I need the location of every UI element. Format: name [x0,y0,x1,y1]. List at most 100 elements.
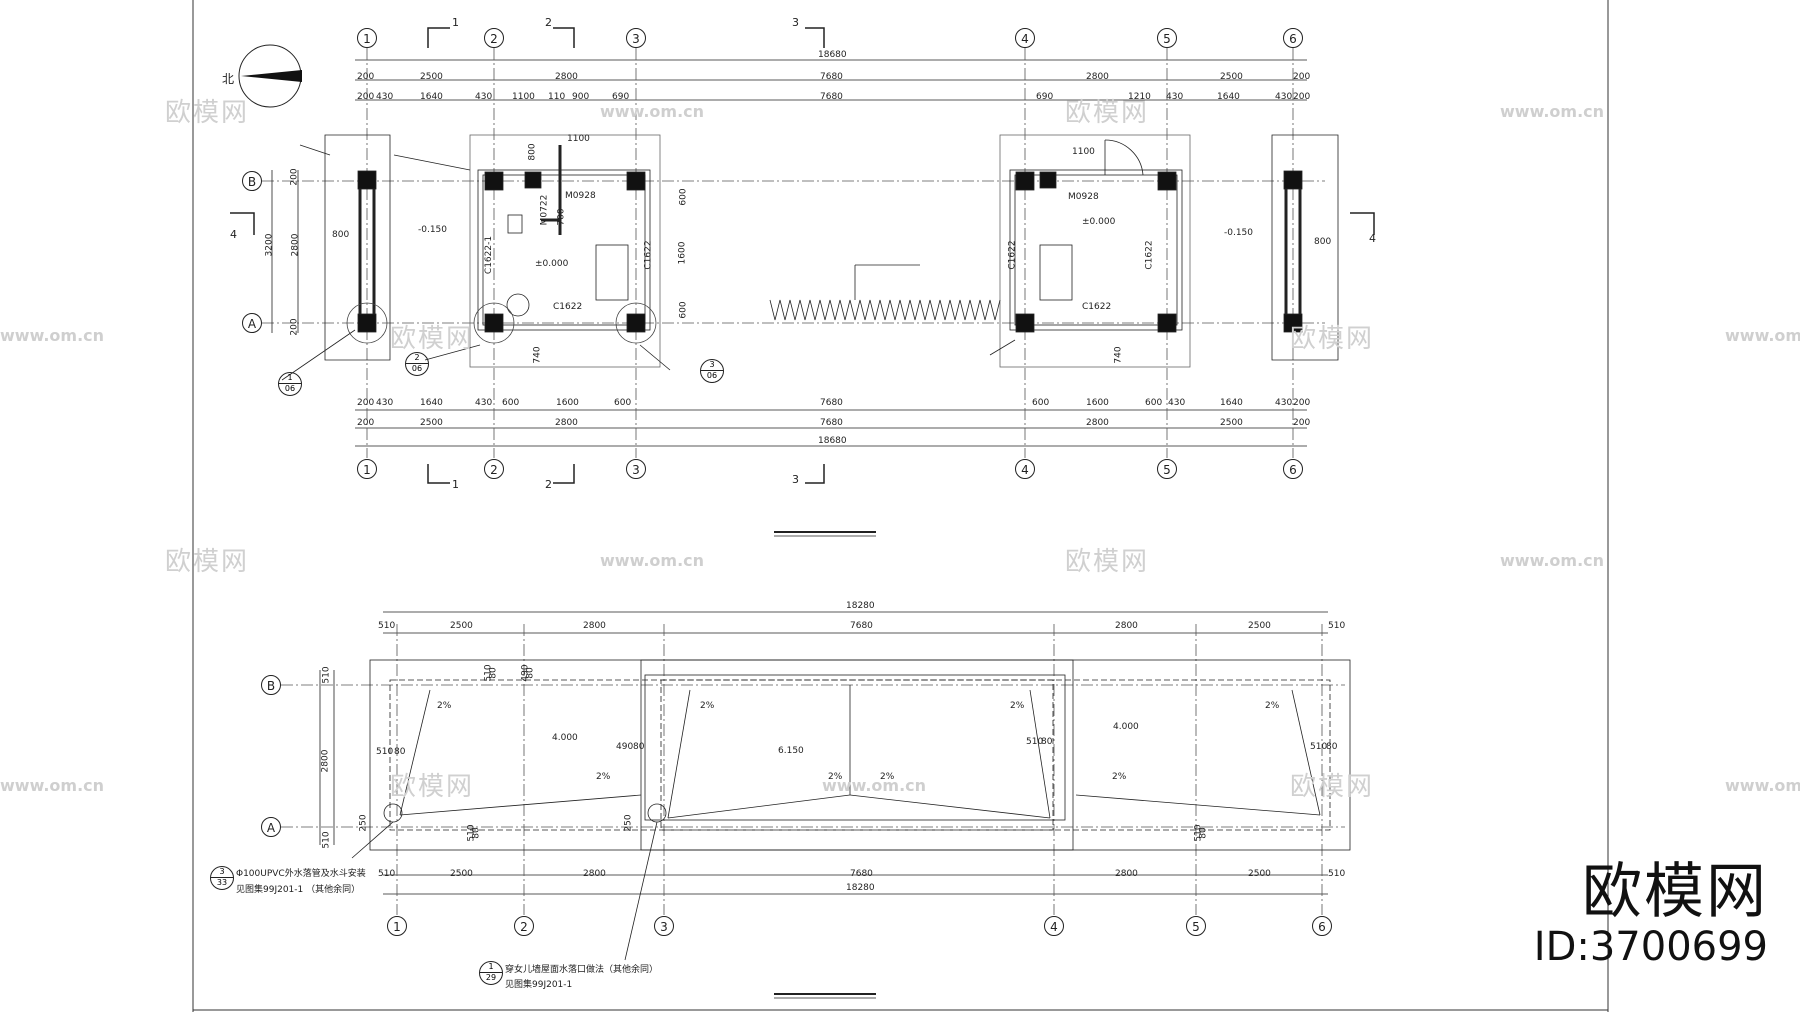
plan-db-l-2: 430 [376,398,394,408]
roof-db-6: 2500 [1248,869,1271,879]
plan-dim-bot-1: 200 [357,418,375,428]
detail-callout-3-06: 3 06 [700,359,724,383]
plan-dim-bot-2: 2500 [420,418,443,428]
roof-db-3: 2800 [583,869,606,879]
plan-dt-l-8: 690 [612,92,630,102]
roof-slope-4: 2% [828,772,843,782]
roof-sd-4: 490 [520,664,531,682]
plan-dt-l-3: 1640 [420,92,443,102]
roof-dt-1: 510 [378,621,396,631]
roof-elev-mid: 6.150 [778,746,804,756]
axis-tag-B: B [242,171,262,191]
roof-note-left-den: 33 [211,877,233,888]
roof-sd-18: 80 [1198,827,1209,839]
plan-dim-bot-7: 200 [1293,418,1311,428]
section-mark-1-top: 1 [452,16,459,29]
roof-note-left-1: Φ100UPVC外水落管及水斗安装 [236,869,366,879]
roof-slope-6: 2% [1010,701,1025,711]
roof-axis-tag-6: 6 [1312,916,1332,936]
plan-dt-r-4: 1640 [1217,92,1240,102]
plan-dim-v-200a: 200 [289,168,300,186]
axis-tag-5-bottom: 5 [1157,459,1177,479]
plan-dim-bot-3: 2800 [555,418,578,428]
dim-600a: 600 [678,188,689,206]
plan-dt-l-1: 200 [357,92,375,102]
plan-dt-r-2: 1210 [1128,92,1151,102]
roof-dt-2: 2500 [450,621,473,631]
plan-dim-bot-4: 7680 [820,418,843,428]
dim-800: 800 [527,143,538,161]
dim-740-right: 740 [1113,346,1124,364]
roof-db-7: 510 [1328,869,1346,879]
dim-1600a: 1600 [677,241,688,265]
roof-db-1: 510 [378,869,396,879]
axis-tag-1-bottom: 1 [357,459,377,479]
plan-dt-l-6: 110 [548,92,566,102]
plan-db-l-6: 1600 [556,398,579,408]
roof-sd-11: 510 [1310,742,1328,752]
roof-axis-tag-A: A [261,817,281,837]
roof-sd-5: 510 [376,747,394,757]
roof-db-5: 2800 [1115,869,1138,879]
plan-dim-top-2: 2500 [420,72,443,82]
plan-dt-r-3: 430 [1166,92,1184,102]
dim-700: 700 [556,208,567,226]
roof-sd-8: 80 [633,742,645,752]
floor-plan [230,27,1375,537]
plan-db-l-3: 1640 [420,398,443,408]
elev-out-left: -0.150 [418,225,448,235]
plan-db-r-2: 1600 [1086,398,1109,408]
plan-dim-top-1: 200 [357,72,375,82]
roof-note-mid-den: 29 [480,972,502,983]
elev-out-right: -0.150 [1224,228,1254,238]
window-right-v: C1622 [1007,240,1018,270]
plan-dt-r-6: 200 [1293,92,1311,102]
sheet-frame [192,0,1609,1012]
plan-db-r-1: 600 [1032,398,1050,408]
roof-dt-6: 2500 [1248,621,1271,631]
section-mark-2-top: 2 [545,16,552,29]
roof-dl-1: 510 [321,666,332,684]
roof-elev-right: 4.000 [1113,722,1139,732]
plan-dim-v-2800: 2800 [290,233,301,257]
plan-db-l-4: 430 [475,398,493,408]
window-left-v: C1622 [643,240,654,270]
roof-note-mid-1: 穿女儿墙屋面水落口做法（其他余同） [505,965,659,975]
roof-slope-1: 2% [437,701,452,711]
roof-note-mid-num: 1 [488,962,494,971]
window-left: C1622 [553,302,583,312]
brand-block: 欧模网 ID:3700699 [1534,860,1768,970]
plan-dt-mid: 7680 [820,92,843,102]
plan-dt-r-1: 690 [1036,92,1054,102]
axis-tag-2-top: 2 [484,28,504,48]
window-right-v2: C1622 [1144,240,1155,270]
plan-total-bottom: 18680 [818,436,847,446]
axis-tag-6-top: 6 [1283,28,1303,48]
roof-note-left-callout: 3 33 [210,866,234,890]
plan-db-l-1: 200 [357,398,375,408]
section-mark-3-bottom: 3 [792,473,799,486]
detail-3-num: 3 [709,360,715,369]
axis-tag-3-bottom: 3 [626,459,646,479]
axis-tag-A: A [242,313,262,333]
elev-right: ±0.000 [1082,217,1116,227]
brand-id: ID:3700699 [1533,924,1768,970]
door-left: M0928 [565,191,596,201]
plan-db-l-7: 600 [614,398,632,408]
roof-note-left-2: 见图集99J201-1 （其他余同） [236,885,361,895]
plan-dim-bot-6: 2500 [1220,418,1243,428]
axis-tag-5-top: 5 [1157,28,1177,48]
plan-dim-top-4: 7680 [820,72,843,82]
plan-db-r-4: 430 [1168,398,1186,408]
axis-tag-6-bottom: 6 [1283,459,1303,479]
section-mark-4-left: 4 [230,228,237,241]
detail-2-num: 2 [414,353,420,362]
plan-db-r-3: 600 [1145,398,1163,408]
section-mark-4-right: 4 [1369,232,1376,245]
dim-1100-right: 1100 [1072,147,1095,157]
plan-db-r-5: 1640 [1220,398,1243,408]
detail-callout-2-06: 2 06 [405,352,429,376]
detail-2-den: 06 [406,363,428,374]
plan-dim-v-3200: 3200 [264,233,275,257]
